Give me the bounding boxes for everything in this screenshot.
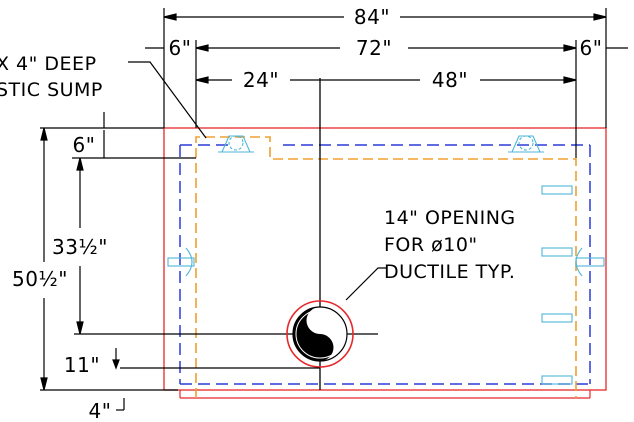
dim-center-depth: 33½": [52, 235, 108, 259]
liner-outline: [195, 136, 577, 398]
fitting-top-left: [218, 135, 254, 153]
horizontal-dimensions: [145, 8, 628, 158]
note-opening-line3: DUCTILE TYP.: [384, 261, 515, 283]
note-opening-line1: 14" OPENING: [384, 207, 516, 229]
dim-center-to-right: 48": [432, 68, 468, 92]
center-pipe: [266, 78, 378, 390]
fitting-right-1: [541, 185, 573, 195]
dim-overall-depth: 50½": [12, 267, 68, 291]
inner-dashed-outline: [179, 144, 591, 385]
dim-bottom-offset: 4": [89, 399, 112, 422]
dim-right-margin: 6": [580, 36, 603, 60]
fittings: [167, 135, 605, 385]
fitting-right-2: [541, 247, 573, 257]
dim-left-margin: 6": [169, 36, 192, 60]
note-sump-line1: X 4" DEEP: [0, 53, 97, 75]
fitting-right-3: [541, 313, 573, 323]
fitting-left: [167, 247, 195, 277]
note-opening-line2: FOR ø10": [384, 234, 478, 256]
note-sump-line2: STIC SUMP: [0, 79, 103, 101]
dim-lower-offset: 11": [64, 353, 100, 377]
fitting-top-right: [508, 135, 544, 153]
fitting-right: [575, 247, 605, 277]
dim-overall-width: 84": [354, 5, 390, 29]
vertical-dimensions: [40, 112, 320, 411]
leaders: [128, 61, 386, 301]
dim-left-to-center: 24": [243, 68, 279, 92]
fitting-right-4: [541, 375, 573, 385]
dim-top-offset: 6": [73, 133, 96, 157]
outer-outline: [163, 127, 607, 399]
dim-inner-width: 72": [356, 36, 392, 60]
